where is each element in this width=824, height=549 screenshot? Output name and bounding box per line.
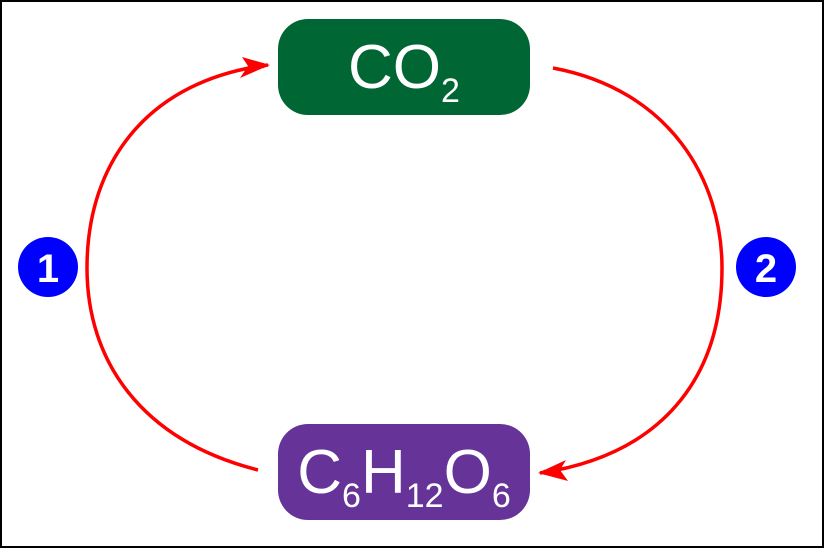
- step-2-badge: [736, 237, 796, 297]
- arrow-step-2: [539, 66, 724, 476]
- arrowhead-1-icon: [240, 57, 270, 78]
- node-glucose-label: C6H12O6: [297, 438, 510, 515]
- node-glucose: [278, 424, 530, 520]
- arrow-step-1: [85, 62, 269, 472]
- arrowhead-2-icon: [538, 460, 568, 481]
- step-1-badge: [18, 237, 78, 297]
- node-co2: [278, 19, 530, 115]
- step-2-label: 2: [755, 247, 777, 291]
- step-1-label: 1: [37, 247, 59, 291]
- node-co2-label: CO2: [348, 33, 460, 110]
